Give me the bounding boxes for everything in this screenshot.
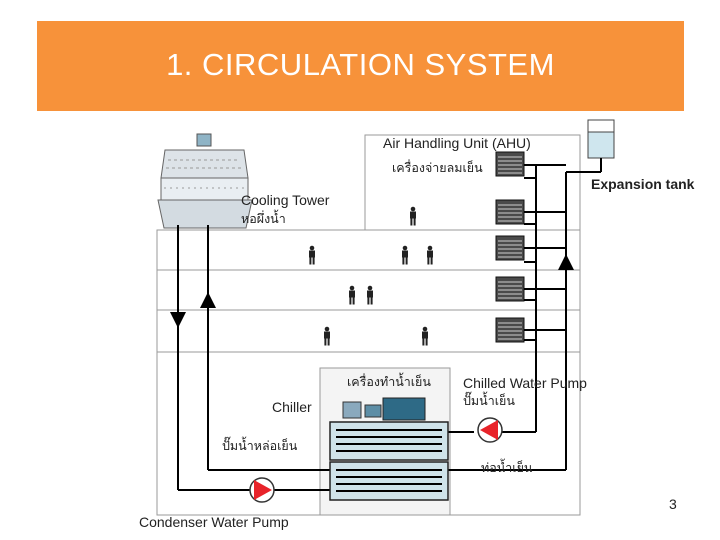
cooling-tower-label: Cooling Tower	[241, 192, 330, 208]
chilled-water-pump-icon	[477, 417, 503, 443]
condenser-water-loop	[170, 225, 330, 491]
condenser-water-pump-label: Condenser Water Pump	[139, 514, 289, 530]
ahu-unit-2	[495, 199, 525, 225]
chilled-water-pump-thai-label: ปั๊มน้ำเย็น	[463, 393, 515, 408]
chiller-label: Chiller	[272, 399, 312, 415]
title-banner: 1. CIRCULATION SYSTEM	[37, 21, 684, 111]
page-number: 3	[669, 496, 677, 512]
ahu-unit-1	[495, 151, 525, 177]
condenser-pump-thai-label: ปั๊มน้ำหล่อเย็น	[222, 438, 298, 453]
ahu-unit-5	[495, 317, 525, 343]
ahu-unit-4	[495, 276, 525, 302]
expansion-tank-icon	[566, 119, 615, 173]
ahu-unit-3	[495, 235, 525, 261]
condenser-water-pump-icon	[249, 477, 275, 503]
ahu-thai-label: เครื่องจ่ายลมเย็น	[392, 160, 483, 175]
chilled-water-risers	[448, 164, 574, 471]
ahu-label: Air Handling Unit (AHU)	[383, 135, 531, 151]
cooling-tower-thai-label: หอผึ่งน้ำ	[241, 211, 286, 226]
chilled-water-pipe-thai-label: ท่อน้ำเย็น	[481, 460, 533, 475]
expansion-tank-label: Expansion tank	[591, 176, 695, 192]
cooling-tower-icon	[157, 133, 253, 229]
chilled-water-pump-label: Chilled Water Pump	[463, 375, 587, 391]
chiller-icon	[329, 397, 449, 501]
slide-title: 1. CIRCULATION SYSTEM	[166, 47, 555, 82]
chiller-thai-label: เครื่องทำน้ำเย็น	[347, 374, 431, 389]
